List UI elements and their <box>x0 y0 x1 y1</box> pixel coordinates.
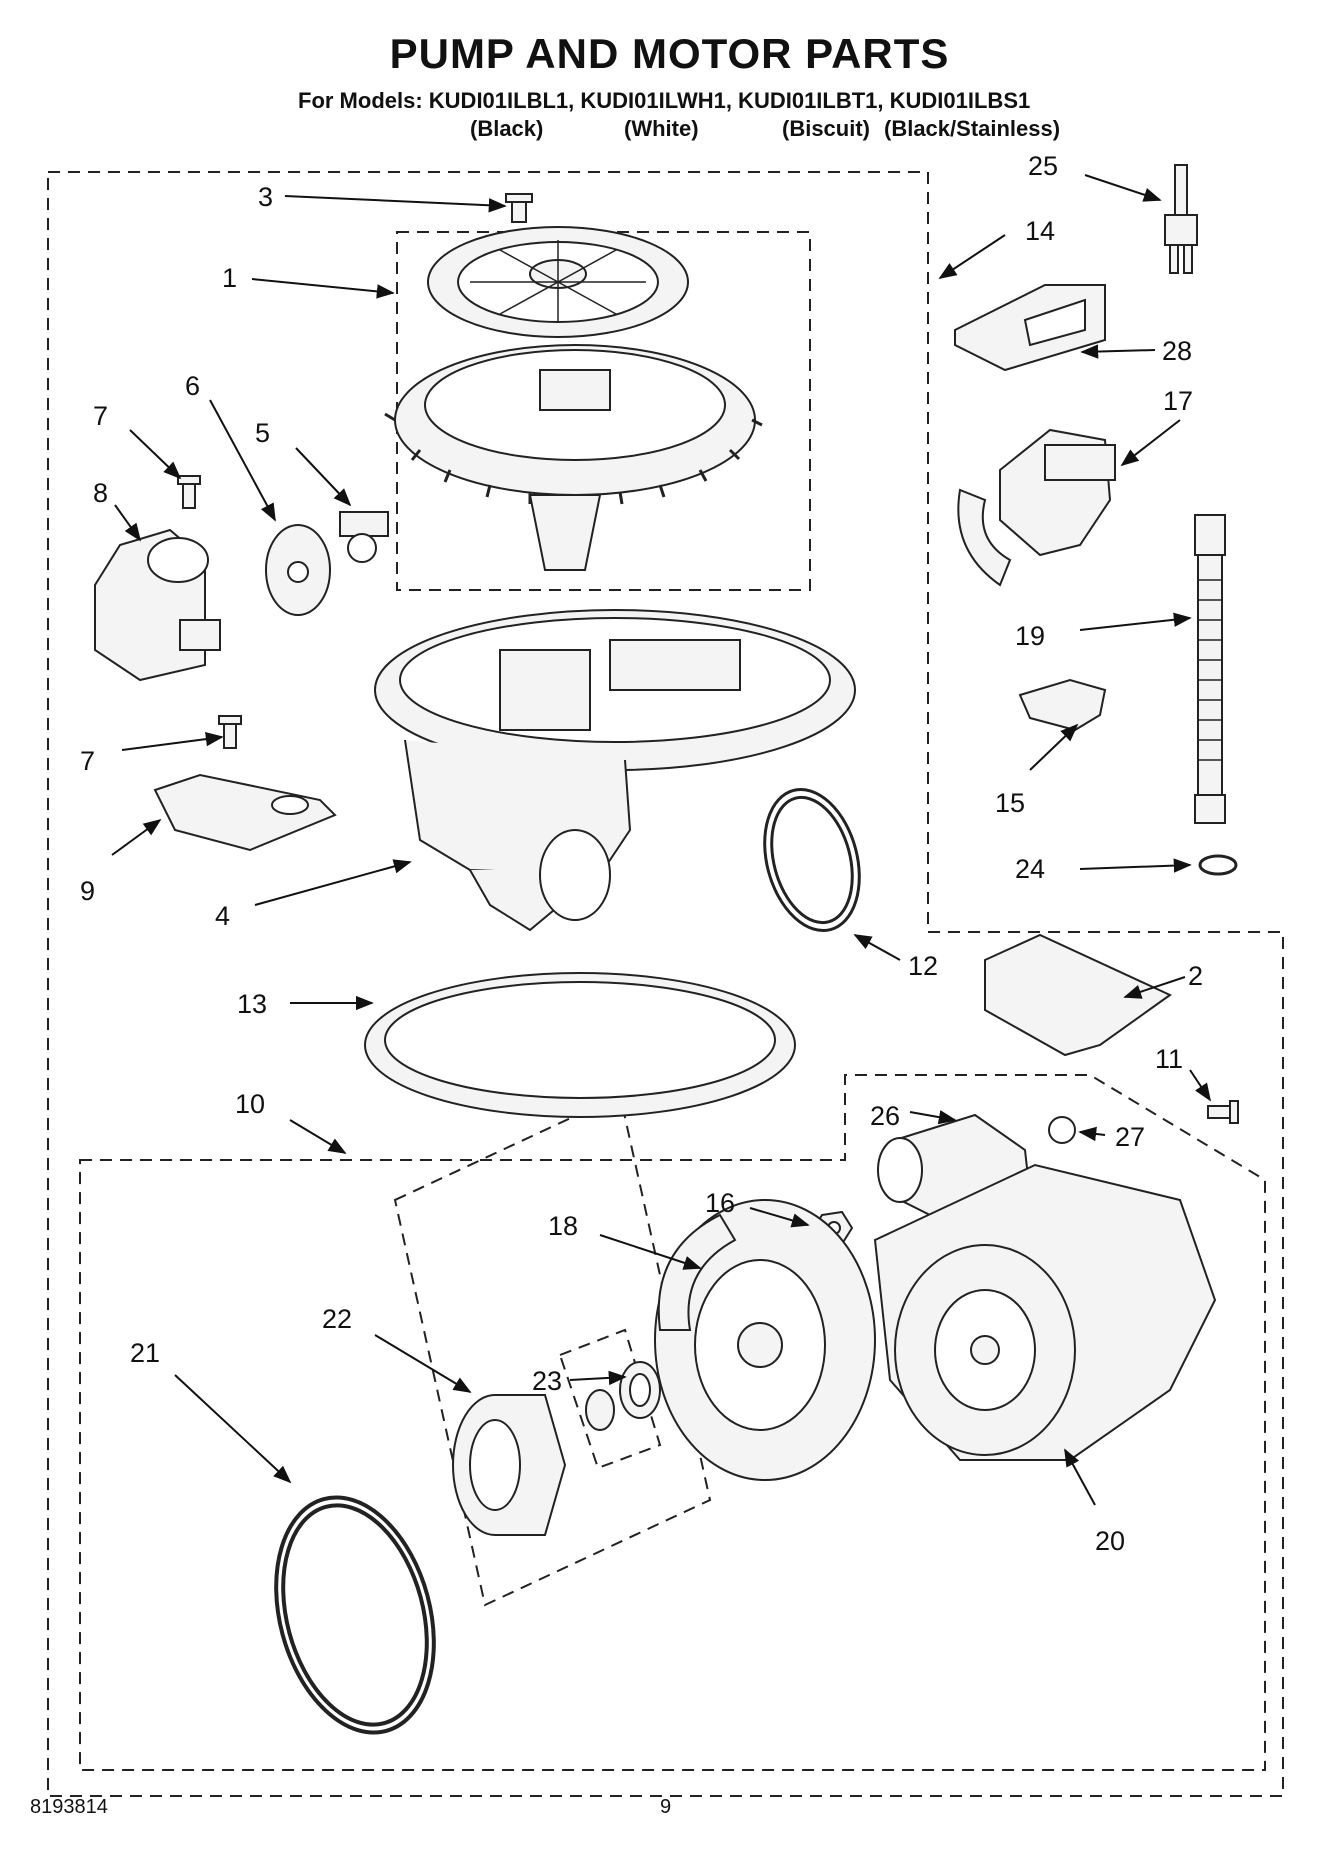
callout-15: 15 <box>995 788 1025 818</box>
arrow-21 <box>174 1374 292 1484</box>
arrow-16 <box>749 1207 810 1228</box>
screw-7-top <box>177 475 201 509</box>
arrow-14 <box>938 234 1006 279</box>
arrow-23 <box>569 1370 627 1386</box>
sump-4 <box>374 609 856 932</box>
callout-21: 21 <box>130 1338 160 1368</box>
hose-19 <box>1194 514 1226 824</box>
models-line: For Models: KUDI01ILBL1, KUDI01ILWH1, KU… <box>298 88 1031 113</box>
sump-gasket-13 <box>364 972 796 1118</box>
callout-14: 14 <box>1025 216 1055 246</box>
callout-6: 6 <box>185 371 200 401</box>
clip-15 <box>1018 678 1107 732</box>
callout-28: 28 <box>1162 336 1192 366</box>
callout-10: 10 <box>235 1089 265 1119</box>
callout-7a: 7 <box>93 401 108 431</box>
arrow-3 <box>284 195 507 213</box>
screw-7-bottom <box>218 715 242 749</box>
callout-4: 4 <box>215 901 230 931</box>
seal-5 <box>339 511 389 563</box>
part-drawings <box>94 164 1239 1735</box>
seal-inner-border <box>558 1328 662 1470</box>
arrow-20 <box>1064 1448 1096 1506</box>
drain-motor-8 <box>94 528 221 682</box>
finish-biscuit: (Biscuit) <box>782 116 870 141</box>
callout-5: 5 <box>255 418 270 448</box>
callout-25: 25 <box>1028 151 1058 181</box>
component-17 <box>957 428 1116 587</box>
callout-18: 18 <box>548 1211 578 1241</box>
arrow-4 <box>254 859 412 906</box>
callout-26: 26 <box>870 1101 900 1131</box>
gasket-21 <box>274 1495 436 1735</box>
arrow-7a <box>129 429 182 480</box>
seal-23 <box>585 1361 661 1431</box>
arrow-5 <box>295 447 352 507</box>
arrow-19 <box>1079 612 1192 631</box>
arrow-27 <box>1078 1126 1106 1142</box>
filter-cover-1 <box>427 226 689 338</box>
callout-13: 13 <box>237 989 267 1019</box>
retainer-ring-12 <box>763 787 861 933</box>
callout-7b: 7 <box>80 746 95 776</box>
arrow-2 <box>1123 976 1186 999</box>
callout-17: 17 <box>1163 386 1193 416</box>
arrow-28 <box>1080 344 1156 359</box>
cover-28 <box>954 284 1106 372</box>
callout-11: 11 <box>1155 1044 1183 1074</box>
arrow-17 <box>1120 419 1181 467</box>
page-number: 9 <box>660 1796 672 1818</box>
callout-9: 9 <box>80 876 95 906</box>
callout-12: 12 <box>908 951 938 981</box>
clamp-24 <box>1198 854 1238 876</box>
sensor-25 <box>1164 164 1198 274</box>
arrow-18 <box>599 1234 702 1270</box>
callout-1: 1 <box>222 263 237 293</box>
arrow-6 <box>209 399 276 522</box>
screw-11 <box>1207 1100 1239 1124</box>
arrow-8 <box>114 504 142 542</box>
callout-24: 24 <box>1015 854 1045 884</box>
spray-arm-assembly <box>384 344 763 571</box>
finish-black: (Black) <box>470 116 544 141</box>
arrow-12 <box>853 934 901 961</box>
volute-18 <box>654 1199 876 1481</box>
arrow-7b <box>121 731 224 751</box>
finish-white: (White) <box>624 116 699 141</box>
arrow-22 <box>374 1334 472 1393</box>
document-number: 8193814 <box>30 1796 108 1818</box>
callout-27: 27 <box>1115 1122 1145 1152</box>
motor-20 <box>873 1163 1217 1461</box>
arrow-11 <box>1189 1069 1211 1102</box>
arrow-9 <box>111 818 162 856</box>
callout-22: 22 <box>322 1304 352 1334</box>
arrow-1 <box>251 278 395 299</box>
finish-black-stainless: (Black/Stainless) <box>884 116 1061 141</box>
callout-23: 23 <box>532 1366 562 1396</box>
callout-20: 20 <box>1095 1526 1125 1556</box>
arrow-24 <box>1079 858 1192 873</box>
washer-27 <box>1048 1116 1076 1144</box>
callout-16: 16 <box>705 1188 735 1218</box>
shield-2 <box>984 933 1172 1057</box>
page-title: PUMP AND MOTOR PARTS <box>389 30 950 77</box>
callout-2: 2 <box>1188 961 1203 991</box>
arrow-15 <box>1029 723 1079 771</box>
impeller-6 <box>265 524 331 616</box>
shield-9 <box>153 773 337 852</box>
screw-3 <box>505 193 533 223</box>
leader-arrows <box>111 174 1211 1506</box>
arrow-10 <box>289 1119 347 1154</box>
callout-numbers: 1 2 3 4 5 6 7 7 8 9 10 11 12 13 14 15 16… <box>80 151 1203 1556</box>
arrow-26 <box>909 1110 957 1125</box>
callout-8: 8 <box>93 478 108 508</box>
impeller-22 <box>452 1394 567 1536</box>
arrow-25 <box>1084 174 1162 202</box>
callout-3: 3 <box>258 182 273 212</box>
callout-19: 19 <box>1015 621 1045 651</box>
